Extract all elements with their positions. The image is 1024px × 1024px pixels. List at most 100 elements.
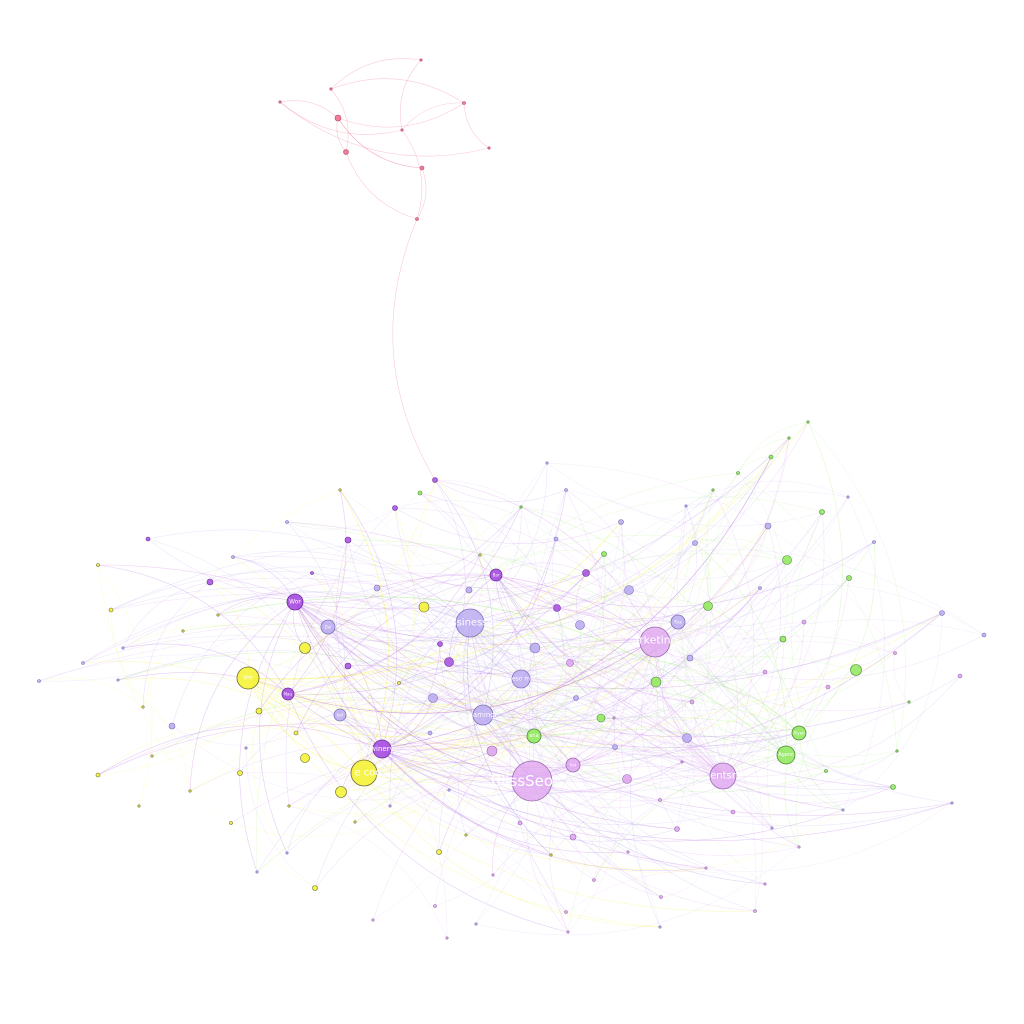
graph-node[interactable] <box>436 849 442 855</box>
graph-node[interactable] <box>168 722 176 730</box>
graph-node[interactable] <box>437 641 443 647</box>
graph-node[interactable] <box>392 505 398 511</box>
node-marketing[interactable]: arketing <box>632 626 678 658</box>
graph-node[interactable] <box>444 657 454 667</box>
graph-node[interactable] <box>850 664 862 676</box>
graph-node[interactable] <box>244 746 248 750</box>
graph-node[interactable] <box>957 673 963 679</box>
node-bel[interactable]: bel <box>333 708 347 722</box>
graph-node[interactable] <box>658 798 662 802</box>
graph-node[interactable] <box>96 563 100 567</box>
graph-node[interactable] <box>216 613 220 617</box>
graph-node[interactable] <box>344 662 352 670</box>
graph-node[interactable] <box>145 536 151 542</box>
graph-node[interactable] <box>400 128 404 132</box>
graph-node[interactable] <box>353 820 357 824</box>
node-bar[interactable]: Bar <box>489 568 503 582</box>
graph-node[interactable] <box>612 744 618 750</box>
graph-node[interactable] <box>95 772 101 778</box>
graph-node[interactable] <box>419 165 425 171</box>
graph-node[interactable] <box>806 420 810 424</box>
graph-node[interactable] <box>388 804 392 808</box>
graph-node[interactable] <box>371 918 375 922</box>
graph-node[interactable] <box>137 804 141 808</box>
graph-node[interactable] <box>285 520 289 524</box>
graph-node[interactable] <box>846 575 852 581</box>
graph-node[interactable] <box>575 620 585 630</box>
graph-node[interactable] <box>682 733 692 743</box>
graph-node[interactable] <box>686 654 694 662</box>
graph-node[interactable] <box>907 700 911 704</box>
graph-node[interactable] <box>612 716 616 720</box>
graph-node[interactable] <box>517 820 523 826</box>
graph-node[interactable] <box>596 713 606 723</box>
graph-node[interactable] <box>939 610 945 616</box>
node-ana[interactable]: ana <box>526 728 542 744</box>
graph-node[interactable] <box>545 461 549 465</box>
graph-node[interactable] <box>415 217 419 221</box>
graph-node[interactable] <box>206 578 214 586</box>
graph-node[interactable] <box>462 101 466 105</box>
graph-node[interactable] <box>890 784 896 790</box>
graph-node[interactable] <box>601 551 607 557</box>
graph-node[interactable] <box>231 555 235 559</box>
graph-node[interactable] <box>764 522 772 530</box>
graph-node[interactable] <box>762 669 768 675</box>
graph-node[interactable] <box>285 851 289 855</box>
graph-node[interactable] <box>592 878 596 882</box>
node-res[interactable]: Res <box>670 614 686 630</box>
graph-node[interactable] <box>299 642 311 654</box>
graph-node[interactable] <box>487 146 491 150</box>
node-mobile[interactable]: eso m <box>511 669 531 689</box>
graph-node[interactable] <box>846 495 850 499</box>
graph-node[interactable] <box>787 436 791 440</box>
node-agenc[interactable]: Agenc <box>776 745 796 765</box>
graph-node[interactable] <box>464 833 468 837</box>
graph-node[interactable] <box>474 922 478 926</box>
graph-node[interactable] <box>108 607 114 613</box>
node-gaming[interactable]: gamingr <box>468 704 498 726</box>
graph-node[interactable] <box>329 87 333 91</box>
graph-node[interactable] <box>770 826 774 830</box>
graph-node[interactable] <box>753 909 757 913</box>
graph-node[interactable] <box>658 925 662 929</box>
graph-node[interactable] <box>278 100 282 104</box>
node-ast[interactable]: Ast <box>565 757 581 773</box>
graph-node[interactable] <box>150 754 154 758</box>
graph-node[interactable] <box>782 555 792 565</box>
graph-node[interactable] <box>478 553 482 557</box>
graph-node[interactable] <box>445 936 449 940</box>
graph-node[interactable] <box>293 730 299 736</box>
graph-node[interactable] <box>427 730 433 736</box>
graph-node[interactable] <box>626 850 630 854</box>
graph-node[interactable] <box>255 707 263 715</box>
graph-node[interactable] <box>659 895 663 899</box>
graph-node[interactable] <box>419 58 423 62</box>
graph-node[interactable] <box>680 760 684 764</box>
graph-node[interactable] <box>343 149 349 155</box>
graph-node[interactable] <box>797 845 801 849</box>
graph-node[interactable] <box>566 930 570 934</box>
node-agents[interactable]: entsr <box>709 762 737 790</box>
graph-node[interactable] <box>335 786 347 798</box>
node-vie[interactable]: Vie <box>236 666 260 690</box>
graph-node[interactable] <box>893 651 897 655</box>
graph-node[interactable] <box>730 809 736 815</box>
graph-node[interactable] <box>181 629 185 633</box>
graph-node[interactable] <box>338 488 342 492</box>
graph-node[interactable] <box>674 826 680 832</box>
graph-node[interactable] <box>255 870 259 874</box>
graph-node[interactable] <box>417 490 423 496</box>
graph-node[interactable] <box>704 866 708 870</box>
graph-node[interactable] <box>622 774 632 784</box>
graph-node[interactable] <box>689 699 695 705</box>
graph-node[interactable] <box>566 659 574 667</box>
graph-node[interactable] <box>121 646 125 650</box>
graph-node[interactable] <box>736 471 740 475</box>
graph-node[interactable] <box>624 585 634 595</box>
graph-node[interactable] <box>768 454 774 460</box>
graph-node[interactable] <box>618 519 624 525</box>
graph-node[interactable] <box>981 632 987 638</box>
graph-node[interactable] <box>569 833 577 841</box>
graph-node[interactable] <box>650 676 662 688</box>
